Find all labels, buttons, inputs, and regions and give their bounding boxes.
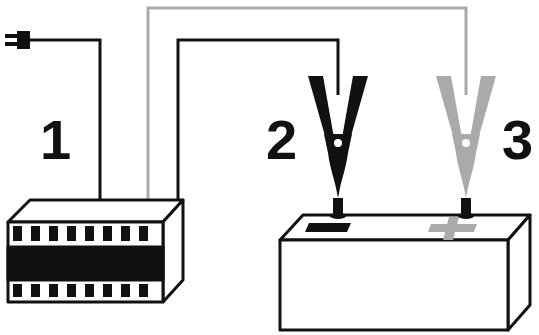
battery-charger	[8, 200, 183, 302]
callout-number: 3	[502, 112, 533, 168]
battery	[280, 215, 530, 330]
mains-plug	[5, 31, 30, 49]
callout-number: 1	[40, 112, 71, 168]
charger-vents	[13, 226, 148, 297]
black-clamp	[308, 76, 368, 219]
callout-number: 2	[266, 112, 297, 168]
minus-sign	[305, 223, 351, 232]
black-lead-wire	[178, 40, 338, 203]
plus-sign	[428, 217, 477, 240]
red-clamp	[436, 76, 496, 219]
mains-cord	[29, 40, 100, 202]
red-lead-wire	[148, 8, 466, 202]
